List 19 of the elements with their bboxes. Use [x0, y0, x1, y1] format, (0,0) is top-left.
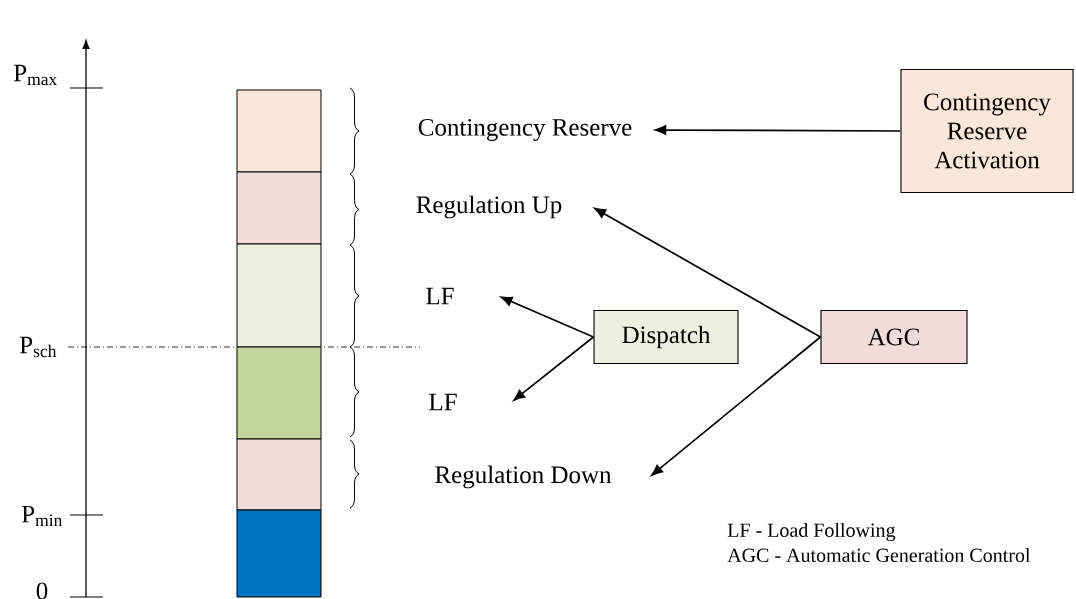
legend-text: AGC - Automatic Generation Control	[727, 547, 1031, 562]
reserve-label: Regulation Down	[435, 465, 612, 489]
reserve-label: Regulation Up	[416, 195, 562, 219]
arrow	[651, 336, 822, 476]
process-box: Dispatch	[593, 309, 739, 365]
axis-label: 0	[36, 582, 48, 599]
arrow	[594, 207, 822, 338]
arrow	[513, 336, 595, 401]
reserve-label: LF	[429, 393, 457, 411]
reserve-label: Contingency Reserve	[418, 119, 632, 141]
legend-text: LF - Load Following	[727, 522, 896, 542]
axis-label: P$_{max}$	[13, 64, 58, 86]
reserve-label: LF	[426, 287, 454, 305]
process-box: AGC	[820, 309, 968, 365]
arrow	[654, 125, 902, 135]
axis-label: P$_{min}$	[21, 505, 63, 527]
arrow	[500, 296, 595, 338]
axis-label: P$_{sch}$	[19, 336, 57, 358]
process-box: Contingency Reserve Activation	[900, 68, 1074, 194]
